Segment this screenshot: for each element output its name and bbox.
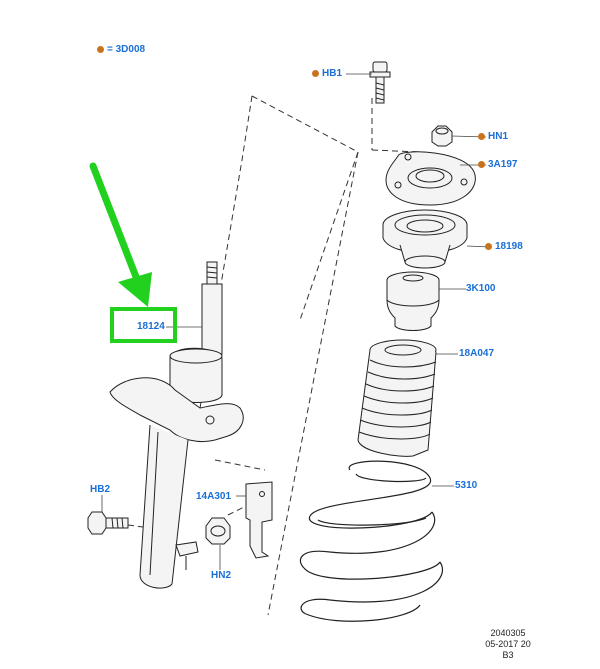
legend-dot <box>97 46 104 53</box>
label-5310: 5310 <box>455 480 478 491</box>
bolt-hb2 <box>87 511 129 535</box>
top-bolt-hb1 <box>369 61 391 104</box>
fastener-dot-hn1 <box>478 133 485 140</box>
label-hn2: HN2 <box>211 570 232 581</box>
fastener-dot-3a197 <box>478 161 485 168</box>
label-18124: 18124 <box>137 321 165 332</box>
fastener-dot-18198 <box>485 243 492 250</box>
fastener-dot-hb1 <box>312 70 319 77</box>
bearing-18198 <box>382 209 468 269</box>
top-nut-hn1 <box>431 125 453 147</box>
footer-ref: 2040305 05-2017 20 B3 <box>482 628 534 661</box>
coil-spring-5310 <box>299 460 443 622</box>
label-3a197: 3A197 <box>488 159 518 170</box>
label-18198: 18198 <box>495 241 523 252</box>
top-mount-3a197 <box>385 151 476 206</box>
footer-line-1: 2040305 <box>490 628 526 638</box>
bump-stop-3k100 <box>386 271 440 331</box>
label-hb2: HB2 <box>90 484 111 495</box>
bracket-14a301 <box>245 481 273 559</box>
highlight-box <box>110 307 177 343</box>
label-3k100: 3K100 <box>466 283 496 294</box>
legend-text: = 3D008 <box>107 44 146 55</box>
label-hn1: HN1 <box>488 131 509 142</box>
footer-line-2: 05-2017 20 <box>485 639 531 649</box>
dust-boot-18a047 <box>357 339 437 457</box>
strut-18124 <box>109 261 244 589</box>
green-callout-arrow <box>89 162 152 307</box>
label-18a047: 18A047 <box>459 348 495 359</box>
label-hb1: HB1 <box>322 68 343 79</box>
footer-line-3: B3 <box>502 650 514 660</box>
label-14a301: 14A301 <box>196 491 232 502</box>
nut-hn2 <box>205 517 231 545</box>
